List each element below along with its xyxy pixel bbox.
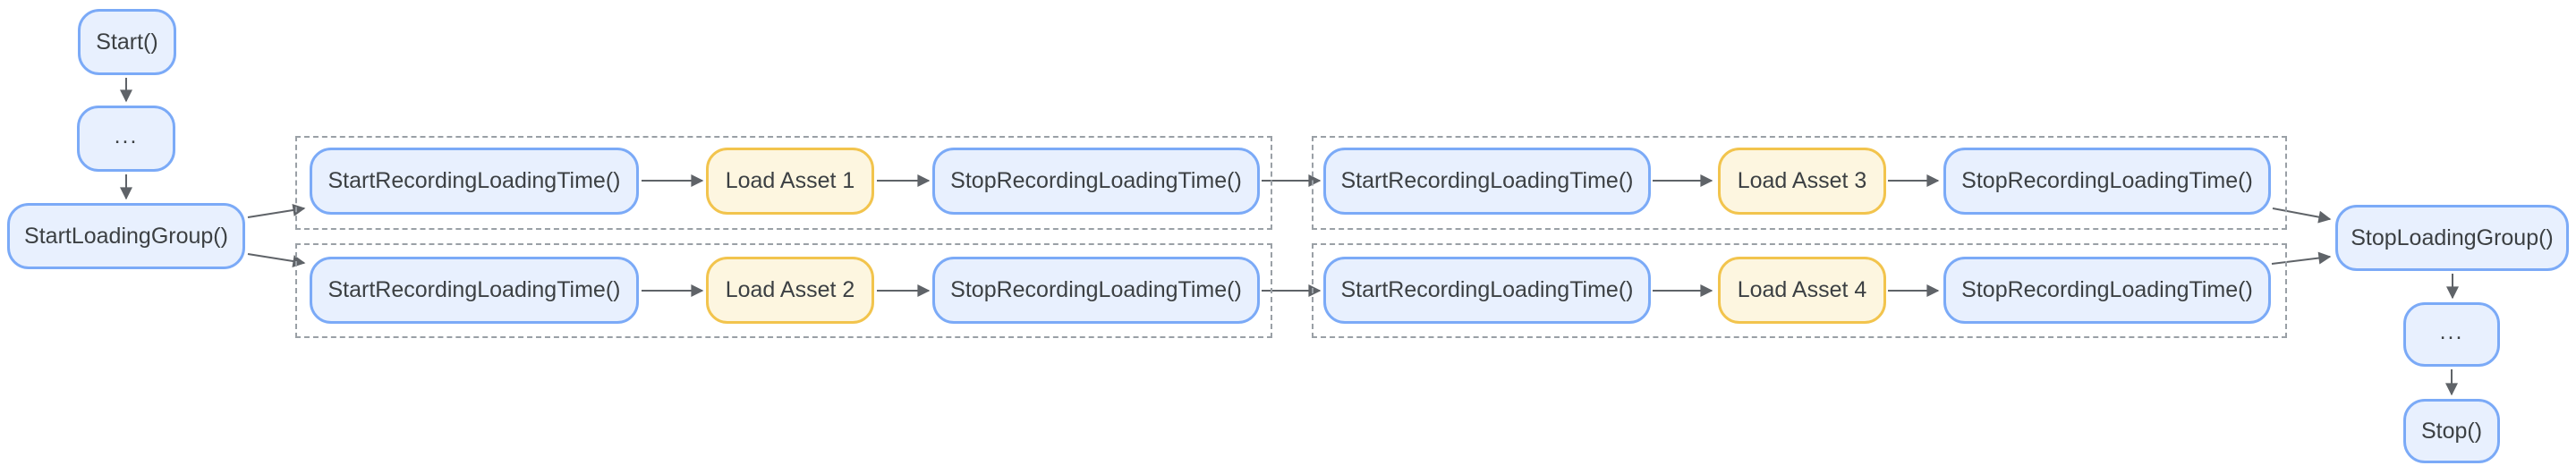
node-g2r2-stop-recording-label: StopRecordingLoadingTime() [1961,277,2253,302]
node-load-asset-2-label: Load Asset 2 [725,277,855,302]
node-stop-label: Stop() [2420,418,2483,444]
loading-group-1-row-2-frame [295,243,1272,338]
node-g1r2-stop-recording-label: StopRecordingLoadingTime() [950,277,1242,302]
node-g2r2-start-recording-label: StartRecordingLoadingTime() [1340,277,1634,302]
loading-group-2-row-2-frame [1312,243,2287,338]
node-g2r2-start-recording: StartRecordingLoadingTime() [1323,257,1651,324]
node-ellipsis-start-label: ... [114,123,139,148]
node-g1r1-start-recording: StartRecordingLoadingTime() [310,148,639,215]
node-load-asset-3: Load Asset 3 [1718,148,1886,215]
node-ellipsis-start: ... [77,106,175,172]
node-load-asset-2: Load Asset 2 [706,257,874,324]
node-start: Start() [78,9,176,75]
node-g2r1-start-recording: StartRecordingLoadingTime() [1323,148,1651,215]
node-g1r1-stop-recording-label: StopRecordingLoadingTime() [950,168,1242,193]
node-start-loading-group: StartLoadingGroup() [7,203,245,269]
node-g1r1-stop-recording: StopRecordingLoadingTime() [932,148,1260,215]
loading-group-1-row-1-frame [295,136,1272,230]
node-g2r2-stop-recording: StopRecordingLoadingTime() [1943,257,2271,324]
node-load-asset-4-label: Load Asset 4 [1737,277,1867,302]
node-load-asset-3-label: Load Asset 3 [1737,168,1867,193]
node-g1r2-stop-recording: StopRecordingLoadingTime() [932,257,1260,324]
node-stop-loading-group-label: StopLoadingGroup() [2351,224,2554,250]
node-g2r1-stop-recording: StopRecordingLoadingTime() [1943,148,2271,215]
node-g2r1-start-recording-label: StartRecordingLoadingTime() [1340,168,1634,193]
node-g1r1-start-recording-label: StartRecordingLoadingTime() [327,168,621,193]
node-stop: Stop() [2403,399,2500,463]
node-g2r1-stop-recording-label: StopRecordingLoadingTime() [1961,168,2253,193]
node-ellipsis-end-label: ... [2439,318,2464,344]
node-load-asset-1-label: Load Asset 1 [725,168,855,193]
node-start-label: Start() [96,29,158,55]
loading-group-2-row-1-frame [1312,136,2287,230]
node-load-asset-4: Load Asset 4 [1718,257,1886,324]
node-ellipsis-end: ... [2403,302,2500,367]
node-g1r2-start-recording-label: StartRecordingLoadingTime() [327,277,621,302]
node-g1r2-start-recording: StartRecordingLoadingTime() [310,257,639,324]
node-load-asset-1: Load Asset 1 [706,148,874,215]
node-stop-loading-group: StopLoadingGroup() [2335,205,2569,271]
node-start-loading-group-label: StartLoadingGroup() [24,223,228,249]
